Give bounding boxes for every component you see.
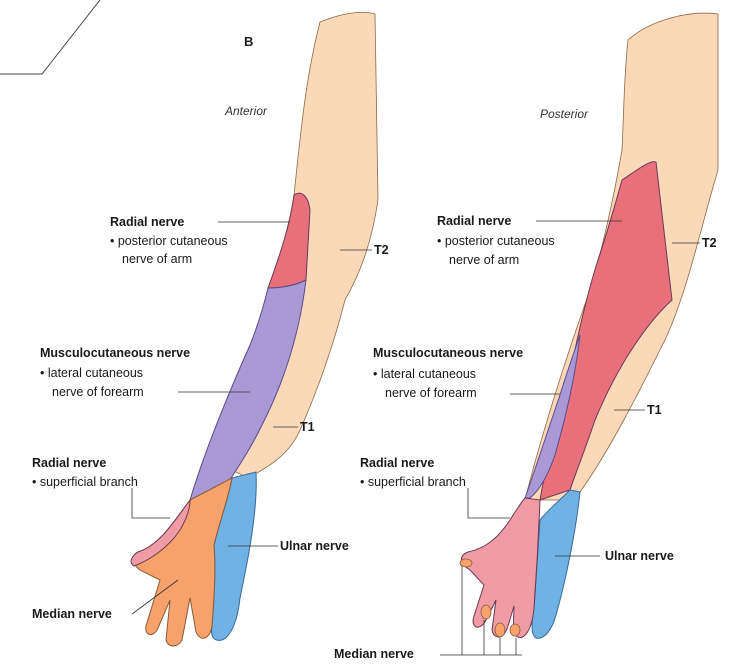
- posterior-t2-label: T2: [702, 236, 717, 251]
- anterior-radial-upper-sub1: posterior cutaneous: [110, 234, 228, 249]
- posterior-median-label: Median nerve: [334, 647, 414, 662]
- anterior-musculocutaneous-sub2: nerve of forearm: [52, 385, 144, 400]
- posterior-musculocutaneous-sub1: lateral cutaneous: [373, 367, 476, 382]
- posterior-arm: [460, 13, 718, 638]
- anterior-median-label: Median nerve: [32, 607, 112, 622]
- anterior-view-label: Anterior: [225, 104, 267, 119]
- leader-anterior-radial-lower: [132, 488, 170, 518]
- figure-letter: B: [244, 34, 253, 49]
- anterior-radial-upper-label: Radial nerve: [110, 215, 184, 230]
- posterior-radial-lower-label: Radial nerve: [360, 456, 434, 471]
- anterior-musculocutaneous-sub1: lateral cutaneous: [40, 366, 143, 381]
- anterior-radial-upper-region: [268, 193, 310, 288]
- posterior-view-label: Posterior: [540, 107, 588, 122]
- posterior-radial-lower-sub: superficial branch: [360, 475, 466, 490]
- posterior-hand-region: [461, 498, 540, 638]
- anterior-radial-upper-sub2: nerve of arm: [122, 252, 192, 267]
- anterior-t1-label: T1: [300, 420, 315, 435]
- posterior-radial-upper-sub1: posterior cutaneous: [437, 234, 555, 249]
- anterior-musculocutaneous-label: Musculocutaneous nerve: [40, 346, 190, 361]
- posterior-t1-label: T1: [647, 403, 662, 418]
- posterior-median-tip-3: [495, 623, 505, 637]
- posterior-radial-upper-sub2: nerve of arm: [449, 253, 519, 268]
- panel-a-fragment: [0, 0, 100, 74]
- posterior-musculocutaneous-sub2: nerve of forearm: [385, 386, 477, 401]
- anterior-ulnar-label: Ulnar nerve: [280, 539, 349, 554]
- posterior-ulnar-label: Ulnar nerve: [605, 549, 674, 564]
- leader-posterior-radial-lower: [468, 488, 510, 518]
- anterior-radial-lower-sub: superficial branch: [32, 475, 138, 490]
- posterior-median-tip-2: [481, 605, 491, 619]
- posterior-median-tip-4: [510, 624, 520, 636]
- posterior-radial-upper-label: Radial nerve: [437, 214, 511, 229]
- posterior-median-tip-1: [460, 559, 472, 567]
- posterior-musculocutaneous-label: Musculocutaneous nerve: [373, 346, 523, 361]
- anterior-radial-lower-label: Radial nerve: [32, 456, 106, 471]
- anterior-t2-label: T2: [374, 243, 389, 258]
